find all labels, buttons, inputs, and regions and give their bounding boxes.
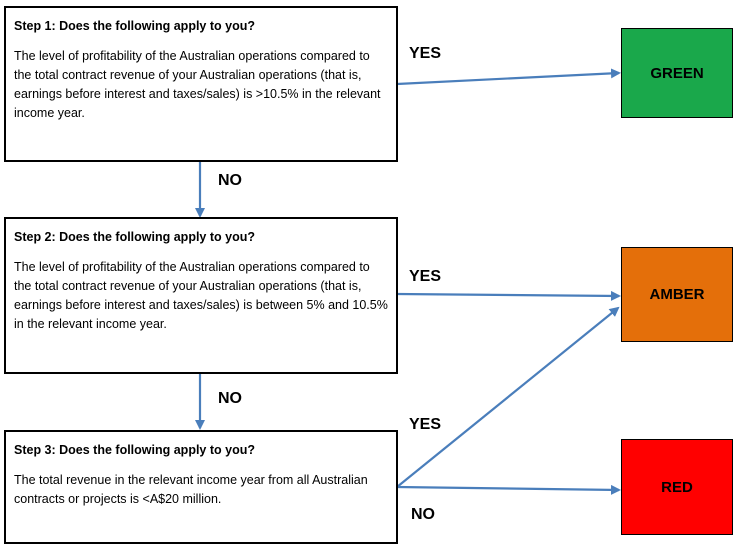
result-red: RED <box>621 439 733 535</box>
arrow-step2-yes <box>396 290 621 301</box>
step-3-title: Step 3: Does the following apply to you? <box>14 443 255 457</box>
result-amber-label: AMBER <box>649 286 705 303</box>
label-step1-yes: YES <box>409 45 442 62</box>
result-amber: AMBER <box>621 247 733 342</box>
step-3-box: Step 3: Does the following apply to you?… <box>4 430 398 544</box>
step-1-title: Step 1: Does the following apply to you? <box>14 19 255 33</box>
result-green: GREEN <box>621 28 733 118</box>
step-2-text: The level of profitability of the Austra… <box>14 260 388 331</box>
step-2-box: Step 2: Does the following apply to you?… <box>4 217 398 374</box>
arrow-step3-no <box>396 484 621 495</box>
label-step3-yes: YES <box>409 416 442 433</box>
step-2-title: Step 2: Does the following apply to you? <box>14 230 255 244</box>
arrow-step3-yes <box>396 306 620 488</box>
step-1-box: Step 1: Does the following apply to you?… <box>4 6 398 162</box>
result-red-label: RED <box>661 478 693 496</box>
step-3-text: The total revenue in the relevant income… <box>14 473 368 506</box>
arrow-step1-yes <box>396 68 621 86</box>
label-step2-yes: YES <box>409 268 442 285</box>
result-green-label: GREEN <box>650 64 704 82</box>
label-step2-no: NO <box>218 390 242 407</box>
label-step1-no: NO <box>218 172 242 189</box>
step-1-text: The level of profitability of the Austra… <box>14 49 381 120</box>
label-step3-no: NO <box>411 506 435 523</box>
